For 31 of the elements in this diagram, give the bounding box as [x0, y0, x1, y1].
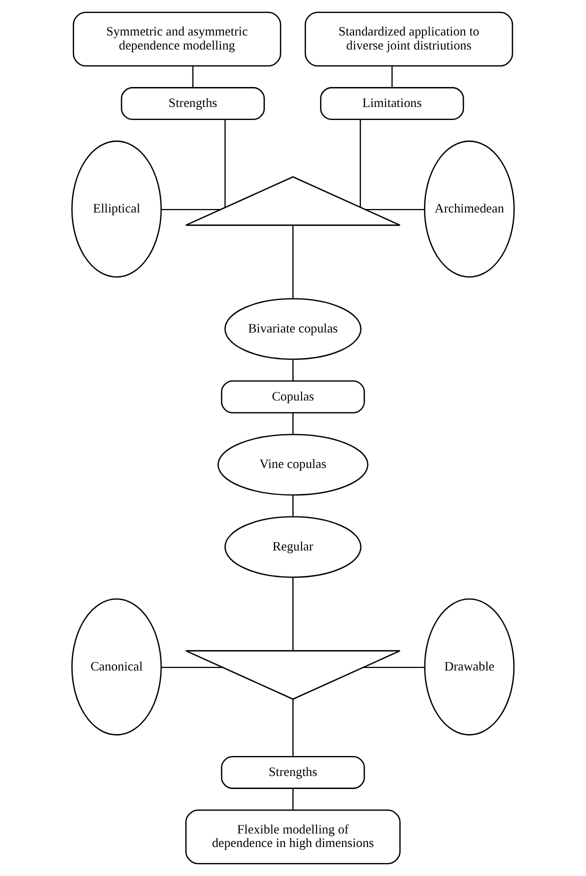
- connector: [292, 412, 294, 434]
- node-box: Strengths: [220, 756, 365, 789]
- node-box: Strengths: [120, 87, 265, 120]
- connector: [292, 788, 294, 810]
- connector: [292, 495, 294, 517]
- connector: [365, 208, 425, 210]
- connector: [360, 120, 361, 208]
- node-ellipse: Elliptical: [71, 140, 162, 278]
- node-box: Limitations: [320, 87, 464, 120]
- node-box: Standardized application to diverse joint distriutions: [304, 12, 514, 67]
- node-triangle: [185, 176, 401, 226]
- node-ellipse: Vine copulas: [217, 434, 368, 496]
- connector: [224, 120, 226, 208]
- connector: [162, 208, 220, 210]
- connector: [292, 359, 294, 381]
- connector: [292, 699, 294, 757]
- connector: [292, 225, 294, 298]
- connector: [162, 666, 223, 668]
- connector: [292, 577, 294, 651]
- connector: [363, 666, 425, 668]
- node-ellipse: Bivariate copulas: [224, 298, 362, 360]
- connector: [391, 66, 393, 88]
- node-ellipse: Archimedean: [424, 140, 515, 278]
- node-ellipse: Canonical: [71, 598, 162, 736]
- node-box: Copulas: [220, 380, 365, 414]
- node-triangle: [185, 650, 401, 700]
- node-ellipse: Drawable: [424, 598, 515, 736]
- node-box: Symmetric and asymmetric dependence modelling: [72, 12, 282, 67]
- connector: [192, 66, 194, 88]
- node-box: Flexible modelling of dependence in high dimensions: [185, 809, 401, 864]
- node-ellipse: Regular: [224, 516, 362, 578]
